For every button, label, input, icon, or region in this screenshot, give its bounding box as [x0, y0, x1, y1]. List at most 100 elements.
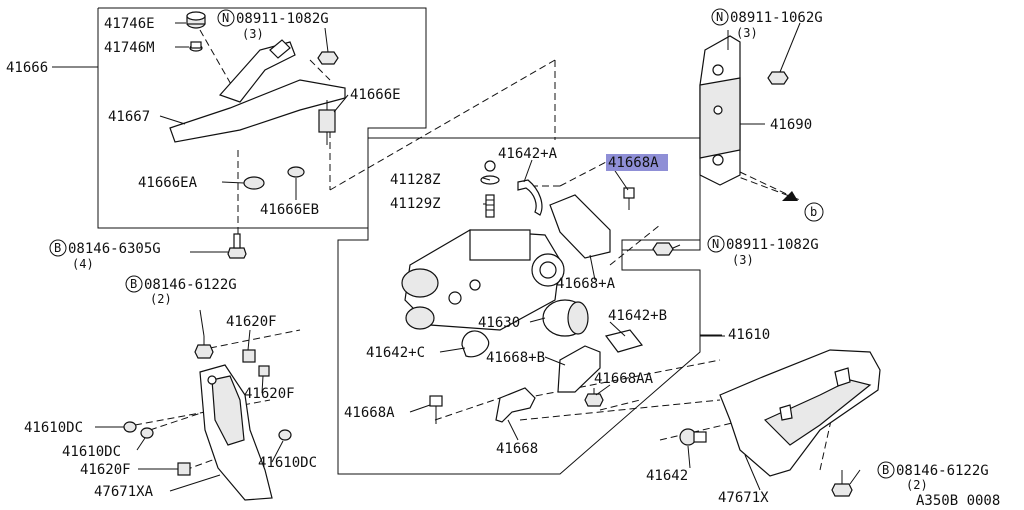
- fastener-code: 08146-6305G: [68, 241, 161, 257]
- label-41128Z[interactable]: 41128Z: [390, 172, 441, 188]
- fastener-code: 08146-6122G: [144, 277, 237, 293]
- n-mark-circle: [711, 8, 729, 26]
- clip-41642-A: [517, 179, 543, 216]
- label-41610DC-c[interactable]: 41610DC: [258, 455, 317, 471]
- label-41129Z[interactable]: 41129Z: [390, 196, 441, 212]
- label-41667[interactable]: 41667: [108, 109, 150, 125]
- label-41746E[interactable]: 41746E: [104, 16, 155, 32]
- leader-lines: [95, 22, 861, 492]
- bracket-41668-B: [557, 345, 601, 393]
- fastener-mark: B: [130, 277, 137, 291]
- n-mark-circle: [707, 235, 725, 253]
- fastener-qty: (2): [906, 478, 928, 492]
- fastener-code: 08911-1082G: [236, 11, 329, 27]
- mount-41666EB: [287, 166, 305, 178]
- clip-41620F-b: [258, 365, 270, 377]
- mount-41666EA: [243, 176, 265, 190]
- label-41668-A[interactable]: 41668+A: [556, 276, 616, 292]
- reference-b[interactable]: b: [804, 202, 824, 222]
- label-41666EA[interactable]: 41666EA: [138, 175, 198, 191]
- label-41668[interactable]: 41668: [496, 441, 538, 457]
- bracket-47671XA: [199, 364, 273, 501]
- fastener-b2[interactable]: B 08146-6122G (2): [125, 275, 237, 306]
- actuator-41630: [401, 229, 589, 337]
- reference-circle: [804, 202, 824, 222]
- label-41666[interactable]: 41666: [6, 60, 48, 76]
- bracket-assembly-frame: [52, 7, 427, 229]
- grommet-41746E: [186, 11, 206, 29]
- fastener-code: 08146-6122G: [896, 463, 989, 479]
- clip-41642-C: [461, 330, 490, 358]
- part-labels: 41746E 41746M 41666 41667 41666E 41666EA…: [6, 16, 812, 506]
- label-41668AA[interactable]: 41668AA: [594, 371, 654, 387]
- bolt-08146-6305G: [227, 233, 247, 259]
- bolt-41668A-lower: [429, 395, 443, 424]
- nut-08911-1062G: [767, 71, 789, 85]
- b-mark-circle: [125, 275, 143, 293]
- fastener-qty: (4): [72, 257, 94, 271]
- fitting-41128Z: [480, 160, 500, 185]
- fastener-qty: (3): [242, 27, 264, 41]
- bolt-08146-6122G-right: [831, 470, 853, 497]
- label-41610DC-b[interactable]: 41610DC: [62, 444, 121, 460]
- label-41620F-b[interactable]: 41620F: [244, 386, 295, 402]
- clip-41610DC-a: [123, 421, 137, 433]
- highlight-41668A: [606, 154, 668, 171]
- nut-08911-1082G-right: [652, 242, 674, 256]
- label-41668A[interactable]: 41668A: [608, 155, 659, 171]
- fastener-b3[interactable]: B 08146-6122G (2): [877, 461, 989, 492]
- label-41746M[interactable]: 41746M: [104, 40, 155, 56]
- fastener-mark: B: [882, 463, 889, 477]
- fastener-qty: (3): [732, 253, 754, 267]
- fastener-code: 08911-1062G: [730, 10, 823, 26]
- label-41642-B[interactable]: 41642+B: [608, 308, 667, 324]
- bracket-41668-A: [549, 194, 611, 259]
- bracket-41667: [169, 39, 346, 143]
- fastener-mark: B: [54, 241, 61, 255]
- diagram-code: A350B 0008: [916, 493, 1000, 509]
- fastener-n1[interactable]: N 08911-1082G (3): [217, 9, 329, 41]
- clip-41620F-c: [177, 462, 191, 476]
- reference-mark: b: [810, 205, 817, 219]
- clip-41610DC-b: [140, 427, 154, 439]
- clip-41642-B: [604, 329, 644, 353]
- fastener-n3[interactable]: N 08911-1082G (3): [707, 235, 819, 267]
- label-41668-B[interactable]: 41668+B: [486, 350, 545, 366]
- label-41620F-a[interactable]: 41620F: [226, 314, 277, 330]
- collar-41746M: [189, 41, 203, 52]
- clip-41620F-a: [242, 349, 256, 363]
- bracket-41690: [699, 30, 741, 186]
- b-mark-circle: [49, 239, 67, 257]
- bolt-41668A: [623, 187, 635, 210]
- fitting-41129Z: [485, 194, 495, 218]
- label-41690[interactable]: 41690: [770, 117, 812, 133]
- clip-41610DC-c: [278, 429, 292, 441]
- label-41668A-lower[interactable]: 41668A: [344, 405, 395, 421]
- mount-41666E: [318, 100, 336, 145]
- b-mark-circle: [877, 461, 895, 479]
- label-41610DC-a[interactable]: 41610DC: [24, 420, 83, 436]
- label-41642-A[interactable]: 41642+A: [498, 146, 558, 162]
- label-41610[interactable]: 41610: [728, 327, 770, 343]
- label-41642-C[interactable]: 41642+C: [366, 345, 425, 361]
- label-47671XA[interactable]: 47671XA: [94, 484, 154, 500]
- fastener-b1[interactable]: B 08146-6305G (4): [49, 239, 161, 271]
- fastener-qty: (3): [736, 26, 758, 40]
- fastener-code: 08911-1082G: [726, 237, 819, 253]
- label-41620F-c[interactable]: 41620F: [80, 462, 131, 478]
- fastener-qty: (2): [150, 292, 172, 306]
- label-41630[interactable]: 41630: [478, 315, 520, 331]
- n-mark-circle: [217, 9, 235, 27]
- fastener-mark: N: [712, 237, 719, 251]
- label-41642[interactable]: 41642: [646, 468, 688, 484]
- label-41666EB[interactable]: 41666EB: [260, 202, 319, 218]
- label-41666E[interactable]: 41666E: [350, 87, 401, 103]
- label-47671X[interactable]: 47671X: [718, 490, 769, 506]
- nut-08911-1082G: [317, 51, 339, 65]
- fastener-n2[interactable]: N 08911-1062G (3): [711, 8, 823, 40]
- bolt-41668AA: [584, 388, 604, 407]
- bracket-41668: [495, 387, 536, 423]
- fastener-mark: N: [716, 10, 723, 24]
- arrow-to-b: [739, 171, 798, 201]
